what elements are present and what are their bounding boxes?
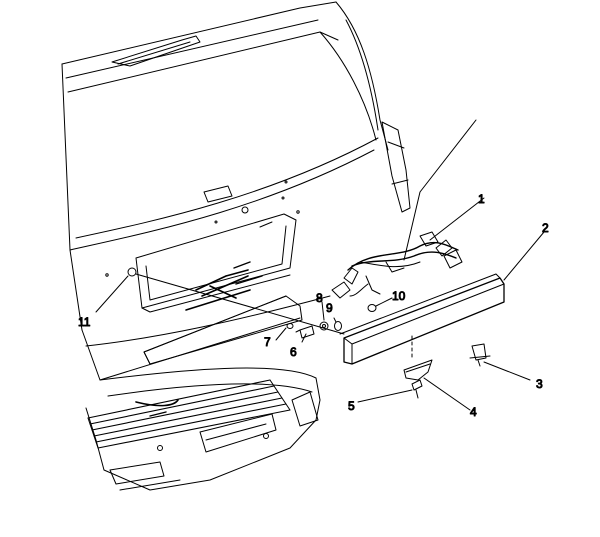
liftgate-handle: [203, 185, 249, 214]
callout-4: 4: [470, 405, 477, 419]
callout-labels: 1 2 3 4 5 6 7 8 9 10 11: [78, 192, 550, 420]
callout-7: 7: [264, 335, 271, 349]
stop-lamp: [111, 35, 201, 67]
callout-10: 10: [392, 289, 406, 303]
callout-11: 11: [78, 315, 91, 329]
wiring-harness: [331, 231, 463, 299]
small-hardware: [286, 304, 377, 339]
callout-3: 3: [536, 377, 543, 391]
callout-9: 9: [326, 301, 333, 315]
leader-lines: [95, 119, 545, 411]
callout-6: 6: [290, 345, 297, 359]
callout-2: 2: [542, 221, 549, 235]
screw: [411, 379, 423, 399]
tail-lamp: [381, 121, 411, 213]
plug: [127, 267, 137, 277]
callout-5: 5: [348, 399, 355, 413]
lamp-lens: [403, 335, 433, 381]
callout-8: 8: [316, 291, 323, 305]
license-plate-pocket: [135, 213, 297, 313]
push-pin: [469, 343, 491, 367]
license-lamp-applique: [339, 273, 505, 365]
callout-1: 1: [478, 192, 485, 206]
vehicle-body: [61, 1, 411, 381]
rear-bumper: [85, 367, 321, 491]
